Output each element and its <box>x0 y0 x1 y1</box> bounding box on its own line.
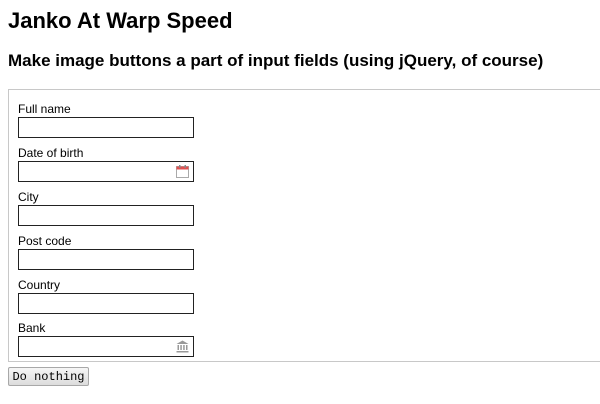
bank-input[interactable] <box>20 338 174 355</box>
field-bank: Bank <box>18 321 194 357</box>
field-label: Date of birth <box>18 146 84 160</box>
post-code-input[interactable] <box>20 251 174 268</box>
field-post-code: Post code <box>18 234 194 270</box>
form-fieldset: Full name Date of birth City Post code C… <box>8 89 600 362</box>
field-label: City <box>18 190 39 204</box>
site-title: Janko At Warp Speed <box>8 8 233 33</box>
field-label: Full name <box>18 102 71 116</box>
calendar-icon[interactable] <box>176 165 189 178</box>
page-title: Make image buttons a part of input field… <box>8 51 544 70</box>
field-label: Post code <box>18 234 72 248</box>
city-input[interactable] <box>20 207 174 224</box>
field-date-of-birth: Date of birth <box>18 146 194 182</box>
field-label: Country <box>18 278 61 292</box>
field-label: Bank <box>18 321 46 335</box>
field-full-name: Full name <box>18 102 194 138</box>
date-of-birth-input[interactable] <box>20 163 174 180</box>
do-nothing-button[interactable]: Do nothing <box>8 367 89 386</box>
bank-icon[interactable] <box>176 340 189 353</box>
full-name-input[interactable] <box>20 119 174 136</box>
country-input[interactable] <box>20 295 174 312</box>
field-country: Country <box>18 278 194 314</box>
field-city: City <box>18 190 194 226</box>
